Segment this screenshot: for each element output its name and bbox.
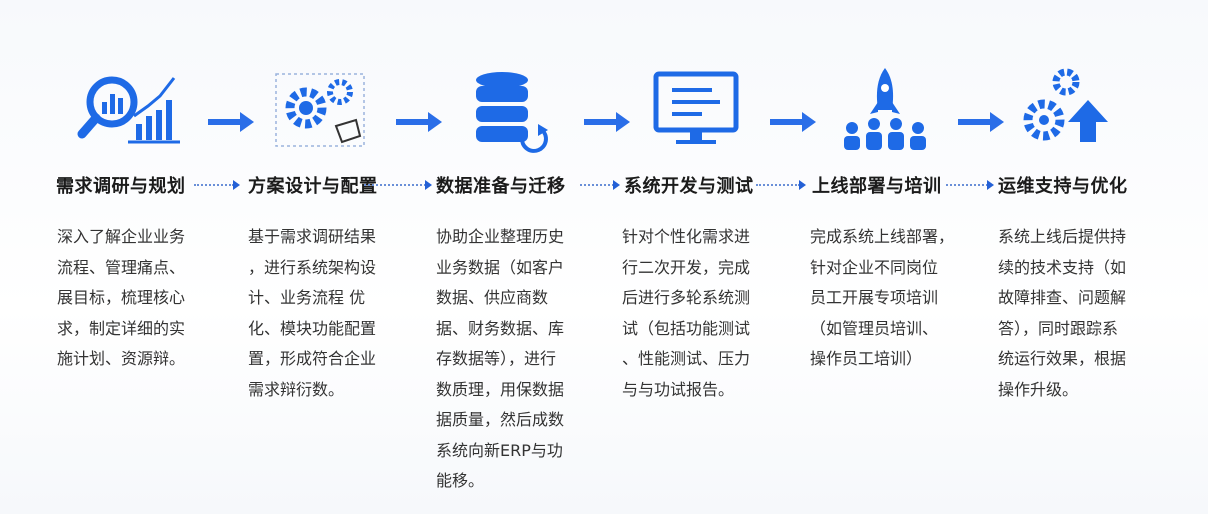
rocket-team-icon — [830, 66, 940, 156]
step-title: 系统开发与测试 — [624, 176, 754, 197]
arrow-right-icon — [584, 112, 630, 132]
gears-blueprint-icon — [266, 66, 376, 156]
step-description: 协助企业整理历史 业务数据（如客户 数据、供应商数 据、财务数据、库 存数据等）… — [436, 227, 565, 490]
dotted-connector — [580, 180, 620, 190]
dotted-connector — [946, 180, 994, 190]
step-title: 数据准备与迁移 — [436, 176, 566, 197]
step-title: 运维支持与优化 — [998, 176, 1128, 197]
dotted-connector — [756, 180, 806, 190]
step-description: 完成系统上线部署， 针对企业不同岗位 员工开展专项培训 （如管理员培训、 操作员… — [810, 227, 955, 368]
step-title: 上线部署与培训 — [812, 176, 942, 197]
arrow-right-icon — [770, 112, 816, 132]
magnifier-chart-icon — [76, 66, 186, 156]
gears-up-arrow-icon — [1016, 66, 1126, 156]
step-description: 针对个性化需求进 行二次开发，完成 后进行多轮系统测 试（包括功能测试 、性能测… — [622, 227, 751, 399]
step-description: 系统上线后提供持 续的技术支持（如 故障排查、问题解 答），同时跟踪系 统运行效… — [998, 227, 1127, 399]
dotted-connector — [364, 180, 432, 190]
database-migrate-icon — [452, 66, 562, 156]
arrow-right-icon — [396, 112, 442, 132]
step-description: 深入了解企业业务 流程、管理痛点、 展目标，梳理核心 求，制定详细的实 施计划、… — [57, 227, 186, 368]
step-title: 需求调研与规划 — [56, 176, 186, 197]
monitor-checklist-icon — [642, 66, 752, 156]
dotted-connector — [194, 180, 240, 190]
step-description: 基于需求调研结果 ，进行系统架构设 计、业务流程 优 化、模块功能配置 置，形成… — [248, 227, 377, 399]
arrow-right-icon — [208, 112, 254, 132]
arrow-right-icon — [958, 112, 1004, 132]
step-title: 方案设计与配置 — [248, 176, 378, 197]
